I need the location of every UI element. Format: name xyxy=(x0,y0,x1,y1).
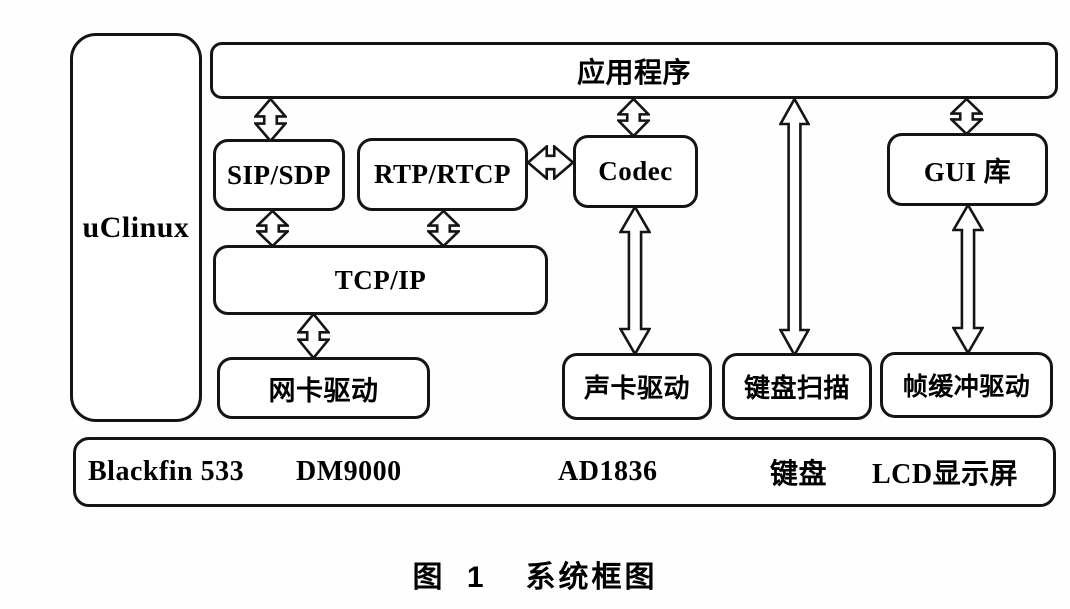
sipsdp-box: SIP/SDP xyxy=(213,139,345,211)
keyboard-scan-label: 键盘扫描 xyxy=(743,374,850,403)
double-arrow-app-keyboardscan-icon xyxy=(779,98,810,356)
keyboard-scan-box: 键盘扫描 xyxy=(722,353,872,420)
gui-lib-box: GUI 库 xyxy=(887,133,1048,206)
double-arrow-app-sipsdp-icon xyxy=(254,98,287,142)
double-arrow-guilib-framebuffer-icon xyxy=(952,204,984,354)
hardware-blackfin-label: Blackfin 533 xyxy=(88,456,245,487)
double-arrow-rtprtcp-codec-icon xyxy=(527,145,574,180)
figure-caption-number: 图 1 xyxy=(412,561,492,594)
net-driver-label: 网卡驱动 xyxy=(268,375,379,406)
sound-driver-box: 声卡驱动 xyxy=(562,353,712,420)
figure-caption: 图 1 系统框图 xyxy=(0,552,1070,596)
double-arrow-tcpip-netdriver-icon xyxy=(297,313,330,359)
hardware-keyboard-label: 键盘 xyxy=(770,459,828,490)
rtprtcp-label: RTP/RTCP xyxy=(373,159,512,189)
hardware-ad1836-label: AD1836 xyxy=(558,456,658,487)
uclinux-label: uClinux xyxy=(82,210,190,244)
double-arrow-app-guilib-icon xyxy=(950,98,983,135)
sipsdp-label: SIP/SDP xyxy=(226,159,332,190)
double-arrow-app-codec-icon xyxy=(617,98,650,137)
double-arrow-rtprtcp-tcpip-icon xyxy=(427,210,460,247)
tcpip-label: TCP/IP xyxy=(334,264,427,295)
tcpip-box: TCP/IP xyxy=(213,245,548,315)
double-arrow-sipsdp-tcpip-icon xyxy=(256,210,289,247)
rtprtcp-box: RTP/RTCP xyxy=(357,138,528,211)
gui-lib-label: GUI 库 xyxy=(923,157,1012,187)
application-label: 应用程序 xyxy=(576,57,691,89)
hardware-dm9000-label: DM9000 xyxy=(296,456,402,487)
application-box: 应用程序 xyxy=(210,42,1058,99)
framebuffer-driver-box: 帧缓冲驱动 xyxy=(880,352,1053,418)
uclinux-box: uClinux xyxy=(70,33,202,422)
figure-caption-title: 系统框图 xyxy=(525,561,658,594)
codec-label: Codec xyxy=(598,156,673,186)
net-driver-box: 网卡驱动 xyxy=(217,357,430,419)
sound-driver-label: 声卡驱动 xyxy=(583,374,690,403)
hardware-box: Blackfin 533 DM9000 AD1836 键盘 LCD显示屏 xyxy=(73,437,1056,507)
codec-box: Codec xyxy=(573,135,698,208)
hardware-lcd-label: LCD显示屏 xyxy=(872,459,1019,490)
framebuffer-driver-label: 帧缓冲驱动 xyxy=(902,374,1031,401)
double-arrow-codec-sounddriver-icon xyxy=(619,206,651,355)
